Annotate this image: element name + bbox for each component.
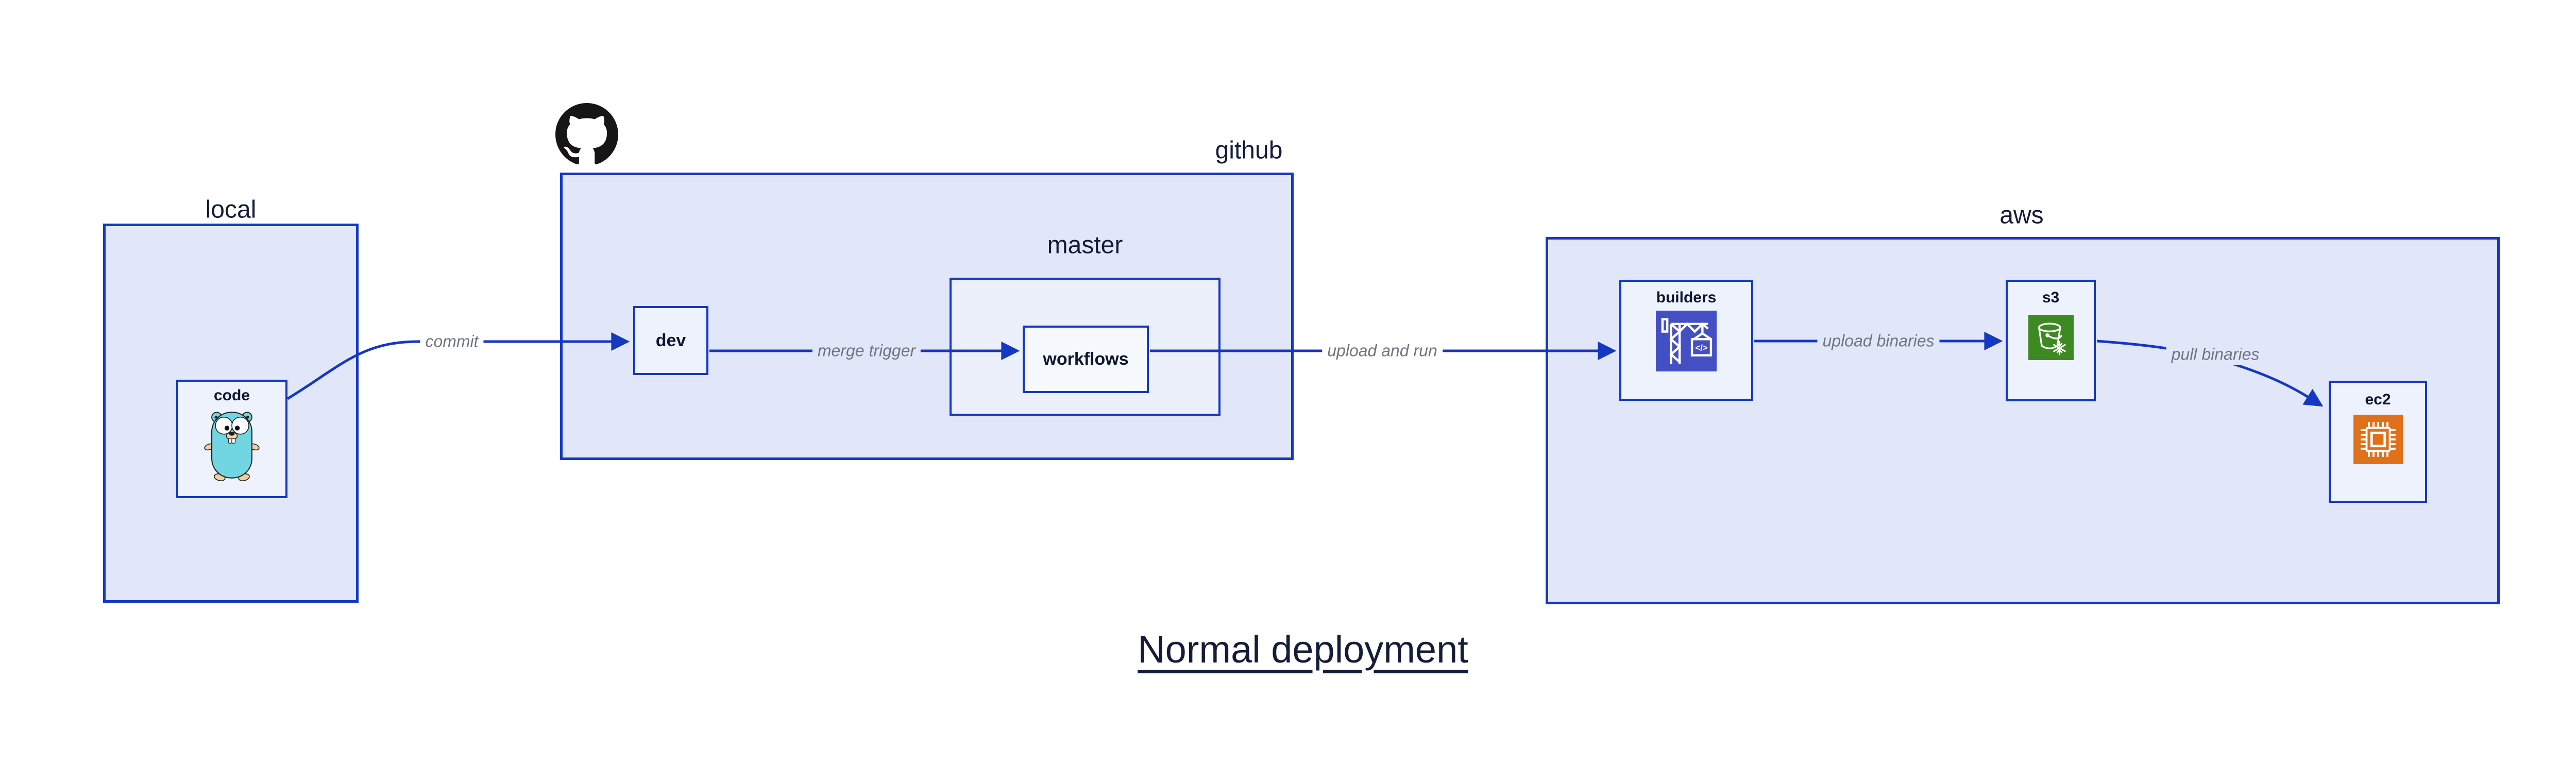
- ec2-node-box: ec2: [2329, 381, 2427, 503]
- s3-bucket-snowflake-icon: [2028, 315, 2074, 363]
- dev-node-label: dev: [655, 330, 686, 350]
- workflows-node-label: workflows: [1043, 349, 1129, 369]
- github-octocat-icon: [555, 103, 618, 166]
- builders-node-label: builders: [1656, 289, 1717, 306]
- diagram-title: Normal deployment: [1138, 628, 1468, 671]
- edge-label-upload-and-run: upload and run: [1322, 340, 1443, 362]
- dev-node-box: dev: [633, 306, 708, 375]
- edge-label-upload-binaries: upload binaries: [1817, 330, 1940, 352]
- s3-node-label: s3: [2042, 289, 2060, 306]
- github-group-label: github: [1215, 137, 1283, 164]
- ec2-cpu-chip-icon: [2353, 415, 2403, 467]
- local-group-label: local: [205, 196, 257, 224]
- builders-node-box: builders </>: [1619, 280, 1753, 401]
- code-node-label: code: [213, 387, 250, 404]
- codebuild-crane-icon: </>: [1655, 311, 1717, 374]
- edge-label-commit: commit: [420, 331, 484, 352]
- codebuild-code-glyph: </>: [1696, 343, 1708, 352]
- s3-node-box: s3: [2006, 280, 2096, 401]
- edge-label-merge-trigger: merge trigger: [812, 340, 921, 362]
- aws-group-label: aws: [1999, 201, 2044, 229]
- edge-label-pull-binaries: pull binaries: [2166, 344, 2265, 365]
- code-node-box: code: [176, 380, 287, 498]
- master-branch-label: master: [1047, 231, 1123, 259]
- ec2-node-label: ec2: [2365, 391, 2391, 408]
- workflows-node-box: workflows: [1023, 326, 1149, 393]
- go-gopher-icon: [201, 406, 262, 486]
